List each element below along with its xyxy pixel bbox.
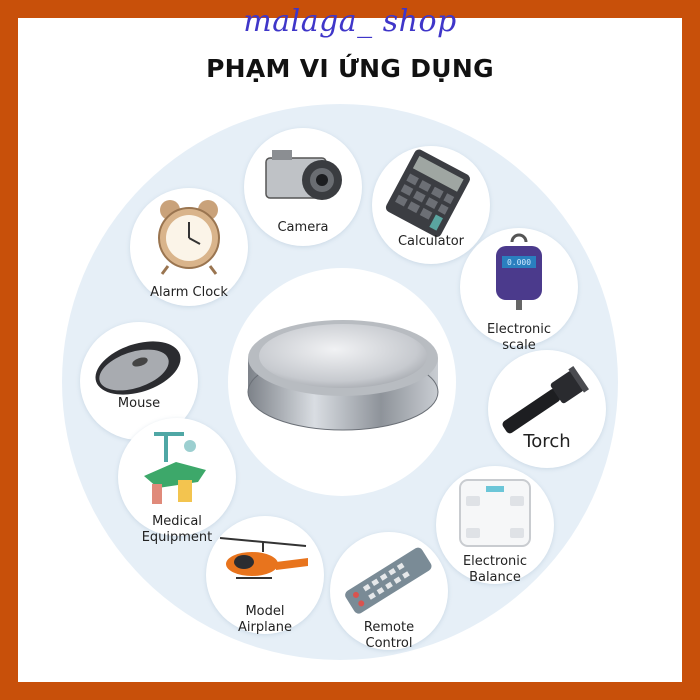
mouse-icon [95, 341, 181, 395]
model-airplane-icon [219, 537, 308, 579]
application-electronic-balance: Electronic Balance [436, 466, 554, 585]
torch-icon [502, 366, 589, 434]
application-label: Electronic Balance [462, 554, 528, 585]
calculator-icon [385, 149, 470, 237]
remote-control-icon [345, 547, 432, 614]
application-electronic-scale: 0.000 Electronic scale [460, 228, 578, 353]
camera-icon [265, 150, 342, 200]
application-label: Calculator [397, 234, 464, 249]
electronic-scale-icon: 0.000 [496, 233, 542, 310]
application-label: Model Airplane [238, 604, 292, 635]
application-torch: Torch [488, 350, 606, 468]
coin-battery-icon [247, 320, 439, 431]
application-model-airplane: Model Airplane [206, 516, 324, 635]
application-medical-equipment: Medical Equipment [118, 418, 236, 545]
application-label: Camera [277, 220, 329, 235]
electronic-balance-icon [459, 479, 531, 547]
application-label: Mouse [117, 396, 161, 411]
application-label: Remote Control [363, 620, 415, 651]
alarm-clock-icon [158, 200, 220, 275]
page-title: PHẠM VI ỨNG DỤNG [206, 54, 494, 83]
application-label: Electronic scale [486, 322, 552, 353]
medical-equipment-icon [144, 432, 206, 504]
application-label: Medical Equipment [141, 514, 213, 545]
svg-text:0.000: 0.000 [507, 258, 531, 267]
application-alarm-clock: Alarm Clock [130, 188, 248, 306]
application-remote-control: Remote Control [330, 532, 448, 651]
application-label: Alarm Clock [150, 285, 228, 300]
shop-brand: malaga_ shop [243, 4, 457, 39]
application-camera: Camera [244, 128, 362, 246]
application-label: Torch [523, 431, 571, 452]
application-calculator: Calculator [372, 146, 490, 264]
